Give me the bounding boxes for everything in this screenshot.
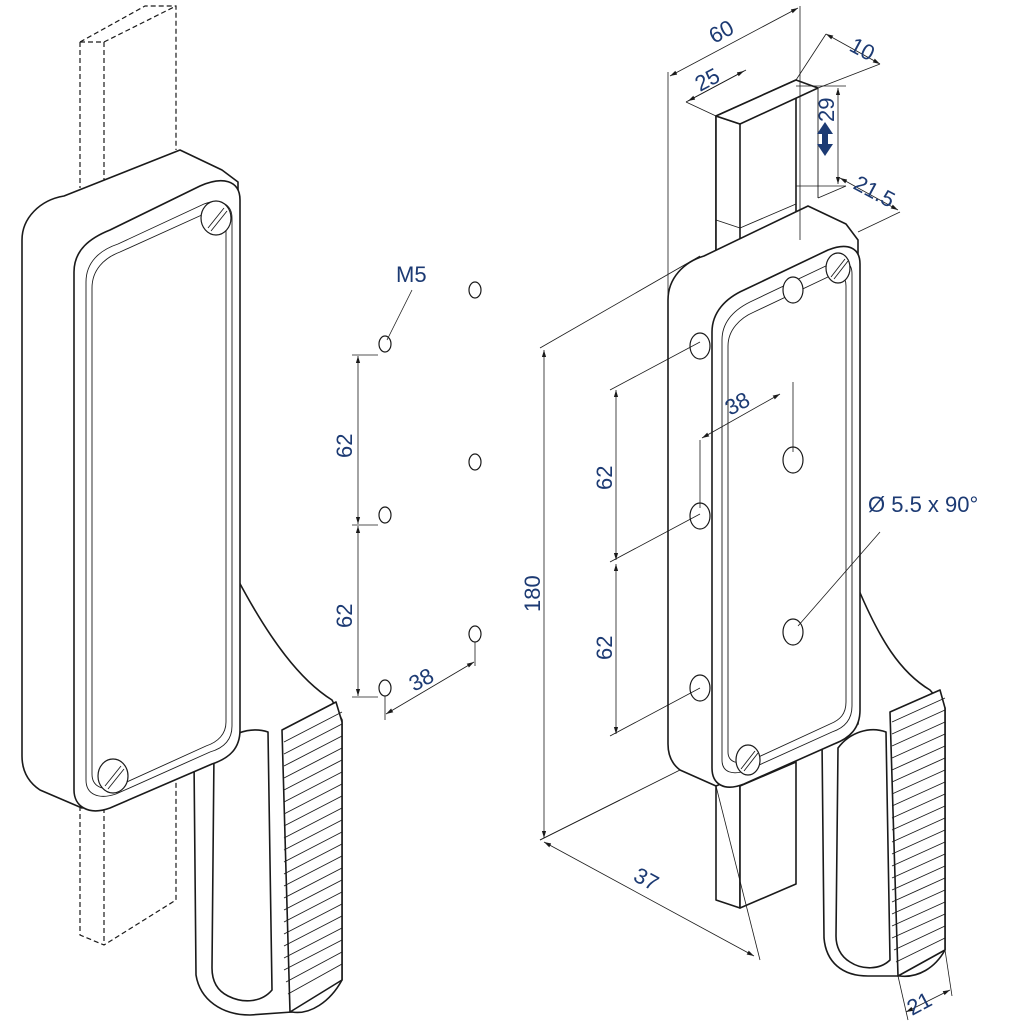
- right-grip-ribs: [891, 697, 946, 963]
- hole-m5-4: [468, 281, 482, 299]
- left-handle: [193, 579, 343, 1016]
- left-grip-ribs: [283, 711, 343, 995]
- hole-m5-1: [378, 335, 392, 353]
- dim-pitch-right-2: 62: [592, 636, 617, 660]
- dim-bar-width: 25: [691, 63, 724, 97]
- hole-pattern-view: M5 62 62 38: [332, 262, 482, 720]
- right-hole-4: [689, 332, 711, 360]
- dim-pitch-left-1: 62: [332, 434, 357, 458]
- dim-handle-width: 21: [903, 987, 936, 1021]
- hole-m5-3: [378, 679, 392, 697]
- hole-m5-6: [468, 625, 482, 643]
- right-front-plate: [711, 245, 861, 788]
- right-screw-bottom: [735, 744, 761, 776]
- thread-label: M5: [396, 262, 427, 287]
- left-front-plate: [73, 179, 241, 812]
- right-dimensioned-view: 60 25 10 29 21.5 180: [520, 6, 978, 1020]
- stroke-direction-icon: [817, 122, 833, 156]
- dim-width-total: 60: [705, 15, 738, 49]
- left-assembly-view: [21, 5, 343, 1016]
- dim-pitch-right-1: 62: [592, 466, 617, 490]
- hole-spec-label: Ø 5.5 x 90°: [868, 492, 978, 517]
- right-handle: [821, 587, 946, 977]
- right-bar-top: [715, 79, 819, 257]
- left-screw-bottom: [97, 758, 129, 794]
- hole-m5-5: [468, 453, 482, 471]
- right-screw-top: [825, 252, 851, 284]
- dim-stroke: 29: [814, 98, 839, 122]
- left-screw-top: [200, 200, 232, 236]
- right-hole-3: [782, 618, 804, 646]
- dim-pitch-left-2: 62: [332, 604, 357, 628]
- dim-spacing-left: 38: [405, 663, 438, 697]
- right-hole-1: [782, 276, 804, 304]
- dim-height: 180: [520, 575, 545, 612]
- hole-m5-2: [378, 506, 392, 524]
